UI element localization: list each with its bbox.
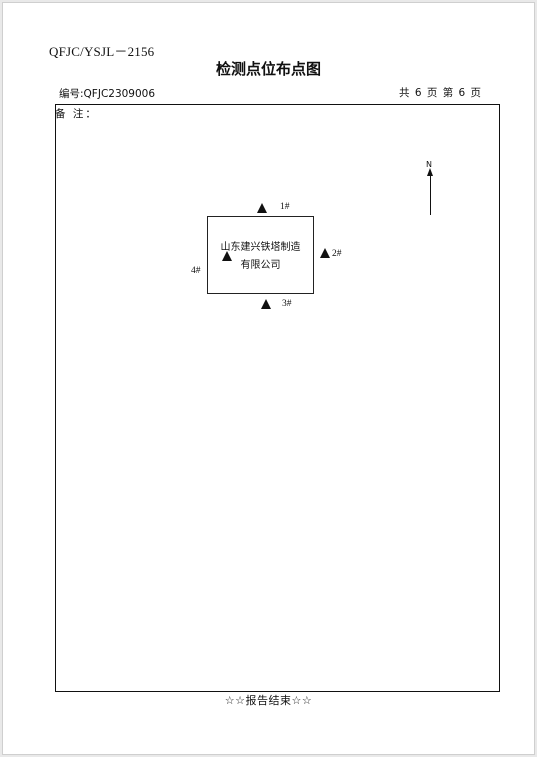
serial-number: 编号:QFJC2309006 xyxy=(59,88,156,100)
point-2-triangle-icon xyxy=(320,248,330,258)
document-code: QFJC/YSJL－2156 xyxy=(49,44,155,59)
page-count: 共 6 页 第 6 页 xyxy=(399,87,482,99)
point-2-label: 2# xyxy=(332,249,342,259)
point-3-label: 3# xyxy=(282,299,292,309)
north-label: N xyxy=(426,160,432,169)
diagram-frame xyxy=(55,104,500,692)
point-4-triangle-icon xyxy=(222,251,232,261)
company-name-line2: 有限公司 xyxy=(240,260,281,271)
company-box xyxy=(207,216,314,294)
remark-label: 备 注： xyxy=(55,108,98,120)
point-3-triangle-icon xyxy=(261,299,271,309)
report-end-note: ☆☆报告结束☆☆ xyxy=(224,694,313,707)
point-1-triangle-icon xyxy=(257,203,267,213)
company-name-line1: 山东建兴铁塔制造 xyxy=(220,242,301,253)
page-title: 检测点位布点图 xyxy=(215,60,321,78)
point-4-label: 4# xyxy=(191,266,201,276)
company-name: 山东建兴铁塔制造 有限公司 xyxy=(207,239,314,275)
north-arrow-shaft xyxy=(430,172,431,215)
point-1-label: 1# xyxy=(280,202,290,212)
